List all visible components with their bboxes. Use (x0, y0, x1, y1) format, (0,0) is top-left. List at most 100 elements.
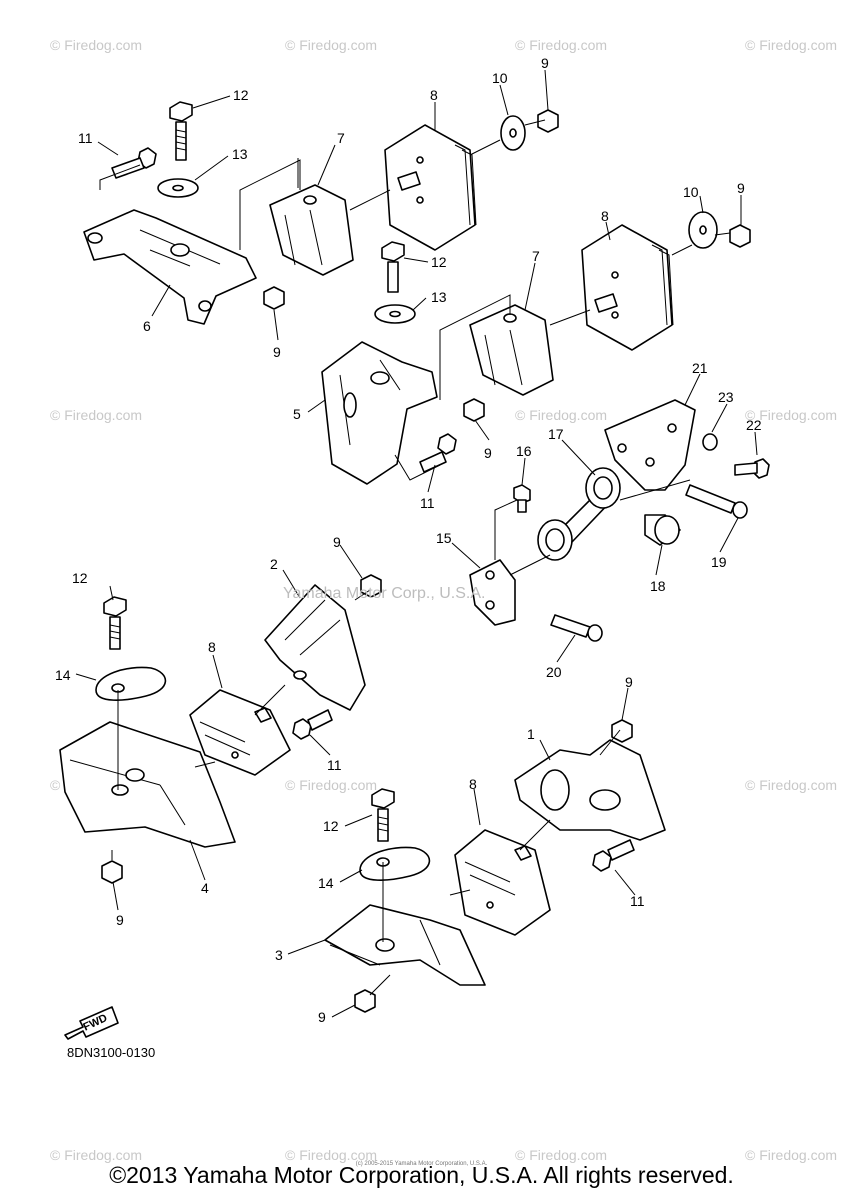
mount-8-lower-left (189, 689, 291, 776)
nut-9-lower-left (101, 860, 123, 884)
watermark-text: © Firedog.com (515, 37, 607, 53)
nut-9-lower-right (611, 719, 633, 743)
callout-1: 1 (527, 726, 535, 742)
bolt-20 (550, 614, 603, 642)
callout-11: 11 (420, 495, 435, 511)
callout-20: 20 (546, 664, 562, 680)
callout-13: 13 (232, 146, 248, 162)
callout-21: 21 (692, 360, 708, 376)
callout-9: 9 (484, 445, 492, 461)
watermark-text: © Firedog.com (515, 1147, 607, 1163)
callout-9: 9 (541, 55, 549, 71)
bolt-11-mid (419, 433, 457, 473)
nut-9-lower-mid (360, 574, 382, 598)
watermark-text: © Firedog.com (50, 407, 142, 423)
callout-10: 10 (683, 184, 699, 200)
mount-8-top (384, 124, 477, 251)
callout-8: 8 (208, 639, 216, 655)
nut-9-mid (463, 398, 485, 422)
watermark-text: © Firedog.com (285, 777, 377, 793)
callout-12: 12 (233, 87, 249, 103)
callout-10: 10 (492, 70, 508, 86)
callout-14: 14 (318, 875, 334, 891)
washer-14-lower-left (95, 666, 167, 701)
mount-8-lower-right (454, 829, 551, 936)
bolt-12-mid (381, 241, 405, 293)
watermark-text: © Firedog.com (50, 37, 142, 53)
mount-8-mid (581, 224, 674, 351)
callout-15: 15 (436, 530, 452, 546)
callout-2: 2 (270, 556, 278, 572)
callout-13: 13 (431, 289, 447, 305)
bolt-12-top (169, 101, 193, 161)
bolt-22 (734, 458, 770, 479)
callout-8: 8 (601, 208, 609, 224)
callout-12: 12 (431, 254, 447, 270)
bracket-5 (321, 341, 438, 485)
bolt-12-lower-left (103, 596, 127, 650)
watermark-text: © Firedog.com (745, 777, 837, 793)
callout-17: 17 (548, 426, 564, 442)
callout-7: 7 (337, 130, 345, 146)
watermark-text: © Firedog.com (285, 37, 377, 53)
callout-11: 11 (327, 757, 342, 773)
diagram-part-code: 8DN3100-0130 (67, 1045, 156, 1060)
nut-9-bottom (354, 989, 376, 1013)
callout-18: 18 (650, 578, 666, 594)
bracket-21 (604, 399, 696, 491)
bolt-11-lower-right (592, 839, 635, 872)
callout-7: 7 (532, 248, 540, 264)
callout-9: 9 (116, 912, 124, 928)
callout-11: 11 (630, 893, 645, 909)
callout-11: 11 (78, 130, 93, 146)
callout-5: 5 (293, 406, 301, 422)
callout-23: 23 (718, 389, 734, 405)
watermark-text: © Firedog.com (50, 1147, 142, 1163)
callout-9: 9 (333, 534, 341, 550)
callout-14: 14 (55, 667, 71, 683)
bolt-12-lower-right (371, 788, 395, 842)
bracket-7-top (269, 184, 354, 276)
callout-9: 9 (318, 1009, 326, 1025)
torque-rod-17 (537, 467, 621, 561)
fine-print: (c) 2005-2015 Yamaha Motor Corporation, … (355, 1161, 488, 1167)
bracket-6 (83, 209, 257, 325)
callout-8: 8 (430, 87, 438, 103)
callout-9: 9 (273, 344, 281, 360)
bracket-3 (324, 904, 486, 986)
watermark-text: © Firedog.com (515, 407, 607, 423)
callout-12: 12 (72, 570, 88, 586)
callout-9: 9 (737, 180, 745, 196)
washer-14-lower-right (359, 846, 431, 881)
watermark-text: © Firedog.com (745, 1147, 837, 1163)
fwd-arrow-icon: FWD (64, 1006, 119, 1040)
bolt-16 (513, 484, 531, 513)
washer-23 (702, 433, 718, 451)
callout-16: 16 (516, 443, 532, 459)
nut-9-right (729, 224, 751, 248)
callout-22: 22 (746, 417, 762, 433)
leader-lines (75, 69, 758, 1018)
callout-labels: 12 11 13 6 7 8 10 9 9 10 9 8 12 13 7 5 9… (55, 55, 762, 1025)
bracket-2 (264, 584, 366, 711)
callout-19: 19 (711, 554, 727, 570)
callout-6: 6 (143, 318, 151, 334)
callout-8: 8 (469, 776, 477, 792)
watermark-center: Yamaha Motor Corp., U.S.A. (283, 585, 486, 602)
bolt-11-lower-left (292, 709, 333, 740)
callout-12: 12 (323, 818, 339, 834)
watermark-text: © Firedog.com (285, 1147, 377, 1163)
copyright-notice: ©2013 Yamaha Motor Corporation, U.S.A. A… (109, 1162, 734, 1188)
bracket-15 (469, 559, 516, 626)
bushing-18 (644, 514, 681, 546)
callout-4: 4 (201, 880, 209, 896)
nut-9-left (263, 286, 285, 310)
bracket-7-mid (469, 304, 554, 396)
callout-9: 9 (625, 674, 633, 690)
watermark-text: © Firedog.com (745, 37, 837, 53)
watermark-text: © Firedog.com (745, 407, 837, 423)
bracket-4 (59, 721, 236, 848)
bolt-19 (685, 484, 748, 519)
callout-3: 3 (275, 947, 283, 963)
